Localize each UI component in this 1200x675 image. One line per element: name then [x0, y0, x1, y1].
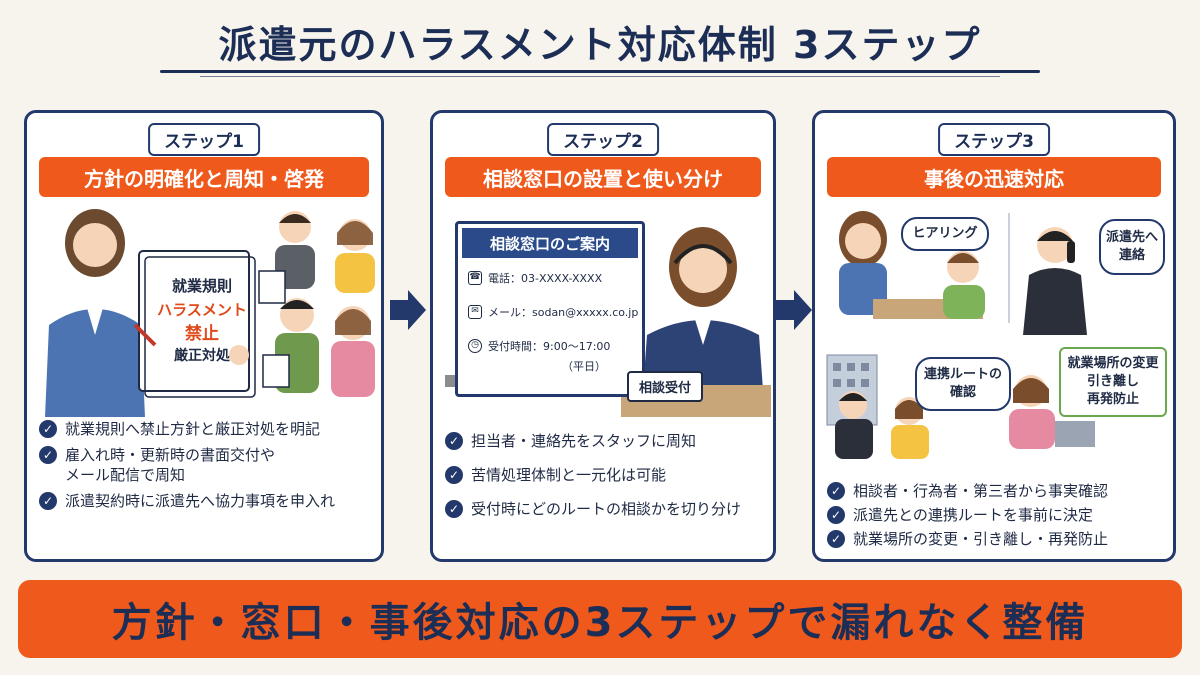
- arrow-right-icon: [390, 290, 426, 330]
- step-1-illustration-art: [45, 209, 375, 417]
- bubble-route: 連携ルートの 確認: [915, 357, 1011, 411]
- check-icon: ✓: [827, 530, 845, 548]
- bubble-hearing: ヒアリング: [901, 217, 989, 251]
- sign-hours: ◷受付時間：9:00〜17:00: [468, 338, 610, 354]
- check-item: ✓派遣先との連携ルートを事前に決定: [827, 505, 1165, 525]
- title-underline: [160, 70, 1040, 73]
- check-item: ✓相談者・行為者・第三者から事実確認: [827, 481, 1165, 501]
- contact-sign: 相談窓口のご案内 ☎電話：03-XXXX-XXXX ✉メール：sodan@xxx…: [455, 221, 645, 397]
- step-2-illustration: 相談窓口のご案内 ☎電話：03-XXXX-XXXX ✉メール：sodan@xxx…: [441, 205, 771, 417]
- step-3-illustration: ヒアリング 派遣先へ 連絡 連携ルートの 確認 就業場所の変更 引き離し 再発防…: [823, 205, 1167, 475]
- sign-mail: ✉メール：sodan@xxxxx.co.jp: [468, 304, 638, 320]
- step-1-heading: 方針の明確化と周知・啓発: [39, 157, 369, 197]
- check-icon: ✓: [39, 446, 57, 464]
- step-3-checklist: ✓相談者・行為者・第三者から事実確認 ✓派遣先との連携ルートを事前に決定 ✓就業…: [827, 481, 1165, 555]
- check-icon: ✓: [39, 420, 57, 438]
- sign-hours-note: （平日）: [562, 360, 606, 373]
- check-item: ✓雇入れ時・更新時の書面交付や メール配信で周知: [39, 445, 373, 485]
- check-item: ✓担当者・連絡先をスタッフに周知: [445, 431, 765, 451]
- check-item: ✓派遣契約時に派遣先へ協力事項を申入れ: [39, 491, 373, 511]
- step-1-badge: ステップ1: [148, 123, 260, 156]
- step-3-illustration-art: [826, 211, 1095, 459]
- check-item: ✓苦情処理体制と一元化は可能: [445, 465, 765, 485]
- step-2-heading: 相談窓口の設置と使い分け: [445, 157, 761, 197]
- clock-icon: ◷: [468, 339, 482, 353]
- step-2-checklist: ✓担当者・連絡先をスタッフに周知 ✓苦情処理体制と一元化は可能 ✓受付時にどのル…: [445, 431, 765, 525]
- doc-title: 就業規則: [171, 277, 232, 295]
- summary-banner: 方針・窓口・事後対応の3ステップで漏れなく整備: [18, 580, 1182, 658]
- bubble-contact: 派遣先へ 連絡: [1099, 219, 1165, 275]
- step-1-panel: ステップ1 方針の明確化と周知・啓発 就業規則 ハラスメント: [24, 110, 384, 562]
- doc-harassment: ハラスメント: [157, 301, 247, 319]
- bubble-change: 就業場所の変更 引き離し 再発防止: [1059, 347, 1167, 417]
- step-1-illustration: 就業規則 ハラスメント 禁止 厳正対処: [35, 205, 375, 417]
- check-icon: ✓: [445, 466, 463, 484]
- step-2-panel: ステップ2 相談窓口の設置と使い分け 相談窓口のご案内 ☎電話：03-XXXX-…: [430, 110, 776, 562]
- check-item: ✓受付時にどのルートの相談かを切り分け: [445, 499, 765, 519]
- check-item: ✓就業規則へ禁止方針と厳正対処を明記: [39, 419, 373, 439]
- sign-title: 相談窓口のご案内: [462, 228, 638, 258]
- step-3-badge: ステップ3: [938, 123, 1050, 156]
- check-icon: ✓: [827, 506, 845, 524]
- check-icon: ✓: [445, 432, 463, 450]
- check-icon: ✓: [827, 482, 845, 500]
- desk-label: 相談受付: [627, 371, 704, 402]
- title-underline-2: [200, 76, 1000, 77]
- step-2-badge: ステップ2: [547, 123, 659, 156]
- step-3-heading: 事後の迅速対応: [827, 157, 1161, 197]
- doc-strict: 厳正対処: [174, 348, 230, 364]
- doc-prohibition: 禁止: [185, 324, 219, 344]
- mail-icon: ✉: [468, 305, 482, 319]
- arrow-right-icon: [776, 290, 812, 330]
- step-3-panel: ステップ3 事後の迅速対応: [812, 110, 1176, 562]
- check-icon: ✓: [445, 500, 463, 518]
- sign-phone: ☎電話：03-XXXX-XXXX: [468, 271, 603, 285]
- step-1-checklist: ✓就業規則へ禁止方針と厳正対処を明記 ✓雇入れ時・更新時の書面交付や メール配信…: [39, 419, 373, 517]
- page-title: 派遣元のハラスメント対応体制 3ステップ: [218, 23, 982, 67]
- phone-icon: ☎: [468, 271, 482, 285]
- check-item: ✓就業場所の変更・引き離し・再発防止: [827, 529, 1165, 549]
- check-icon: ✓: [39, 492, 57, 510]
